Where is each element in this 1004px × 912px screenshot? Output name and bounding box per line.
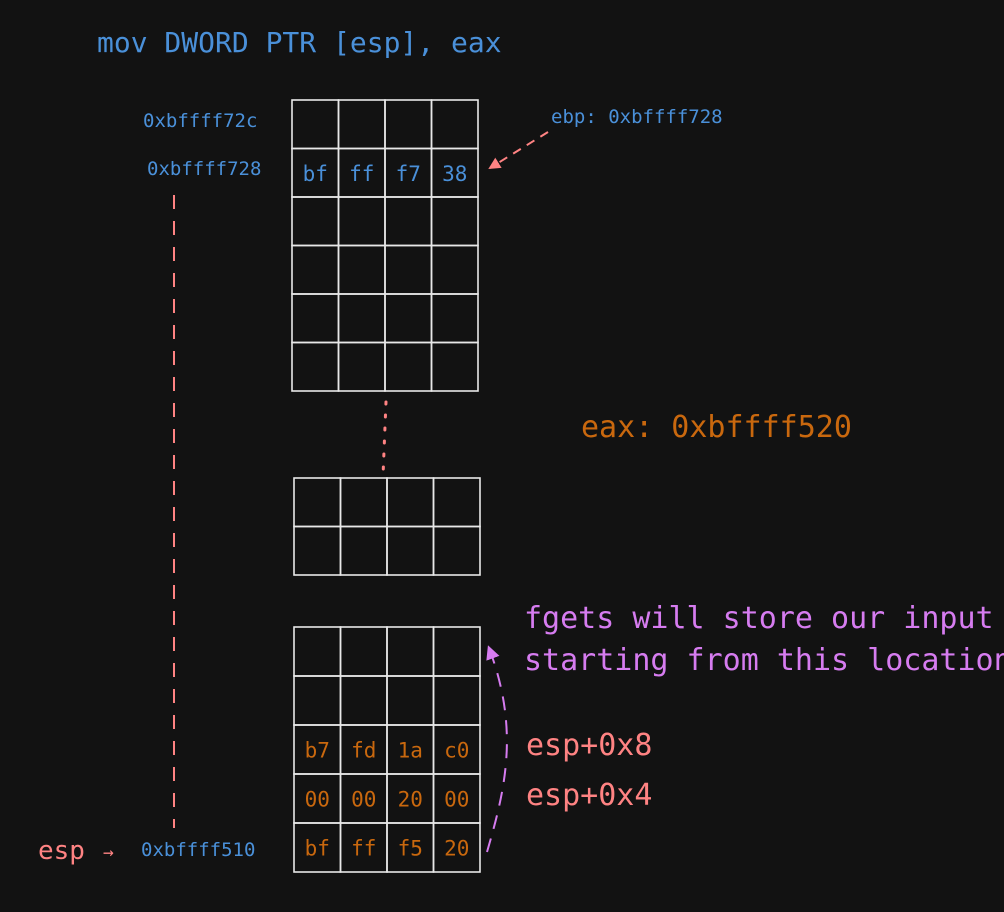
lower-stack-cell — [432, 822, 481, 873]
upper-stack-byte: 38 — [442, 162, 467, 186]
lower-stack-byte: 00 — [305, 788, 330, 812]
upper-stack-byte: f7 — [396, 162, 421, 186]
lower-stack-byte: 20 — [398, 788, 423, 812]
middle-stack-cell — [386, 525, 435, 576]
address-ebp: 0xbffff728 — [147, 158, 262, 180]
lower-stack-byte: 00 — [351, 788, 376, 812]
lower-stack-cell — [339, 626, 388, 677]
lower-stack-cell — [432, 626, 481, 677]
fgets-note-line-2: starting from this location — [524, 643, 1004, 678]
lower-stack-cell — [339, 675, 388, 726]
lower-stack-cell — [293, 675, 342, 726]
lower-stack-byte: ff — [351, 837, 376, 861]
ebp-pointer-arrow — [488, 131, 549, 170]
lower-stack-byte: b7 — [305, 739, 330, 763]
upper-stack-cell — [291, 99, 340, 150]
address-top: 0xbffff72c — [143, 110, 258, 132]
esp-arrow-icon: → — [103, 842, 114, 863]
middle-stack-cell — [432, 525, 481, 576]
lower-stack-byte: f5 — [398, 837, 423, 861]
middle-stack-cell — [293, 477, 342, 528]
ebp-label: ebp: 0xbffff728 — [551, 106, 723, 128]
lower-stack-byte: 00 — [444, 788, 469, 812]
fgets-pointer-arrow — [486, 645, 508, 853]
lower-stack-byte: 1a — [398, 739, 423, 763]
middle-stack-cell — [293, 525, 342, 576]
upper-stack-cell — [430, 196, 479, 247]
upper-stack-cell — [291, 196, 340, 247]
upper-stack-cell — [430, 341, 479, 392]
lower-stack-byte: c0 — [444, 739, 469, 763]
address-esp: 0xbffff510 — [141, 839, 256, 861]
offset-esp-plus-8: esp+0x8 — [526, 728, 653, 763]
upper-stack-cell — [384, 196, 433, 247]
stack-grid-middle — [293, 477, 481, 576]
lower-stack-byte: 20 — [444, 837, 469, 861]
lower-stack-cell — [386, 675, 435, 726]
middle-stack-cell — [339, 525, 388, 576]
upper-stack-cell — [384, 293, 433, 344]
eax-label: eax: 0xbffff520 — [581, 410, 852, 445]
lower-stack-byte: bf — [305, 837, 330, 861]
upper-stack-cell — [430, 244, 479, 295]
instruction-title: mov DWORD PTR [esp], eax — [97, 26, 502, 59]
fgets-note-line-1: fgets will store our input — [524, 601, 994, 636]
upper-stack-byte: bf — [303, 162, 328, 186]
upper-stack-cell — [337, 341, 386, 392]
lower-stack-cell — [293, 626, 342, 677]
upper-stack-cell — [384, 244, 433, 295]
lower-stack-cell — [386, 626, 435, 677]
upper-stack-cell — [430, 293, 479, 344]
middle-stack-cell — [432, 477, 481, 528]
upper-stack-cell — [337, 293, 386, 344]
upper-stack-byte: ff — [349, 162, 374, 186]
lower-stack-byte: fd — [351, 739, 376, 763]
esp-label: esp — [38, 836, 85, 866]
offset-esp-plus-4: esp+0x4 — [526, 778, 653, 813]
upper-stack-cell — [384, 99, 433, 150]
upper-stack-cell — [384, 341, 433, 392]
upper-stack-cell — [291, 244, 340, 295]
middle-stack-cell — [339, 477, 388, 528]
upper-stack-cell — [337, 196, 386, 247]
upper-stack-cell — [291, 293, 340, 344]
upper-stack-cell — [291, 341, 340, 392]
lower-stack-cell — [432, 675, 481, 726]
middle-stack-cell — [386, 477, 435, 528]
upper-stack-cell — [337, 244, 386, 295]
upper-stack-cell — [430, 99, 479, 150]
stack-continuation-dots — [381, 400, 388, 478]
upper-stack-cell — [337, 99, 386, 150]
